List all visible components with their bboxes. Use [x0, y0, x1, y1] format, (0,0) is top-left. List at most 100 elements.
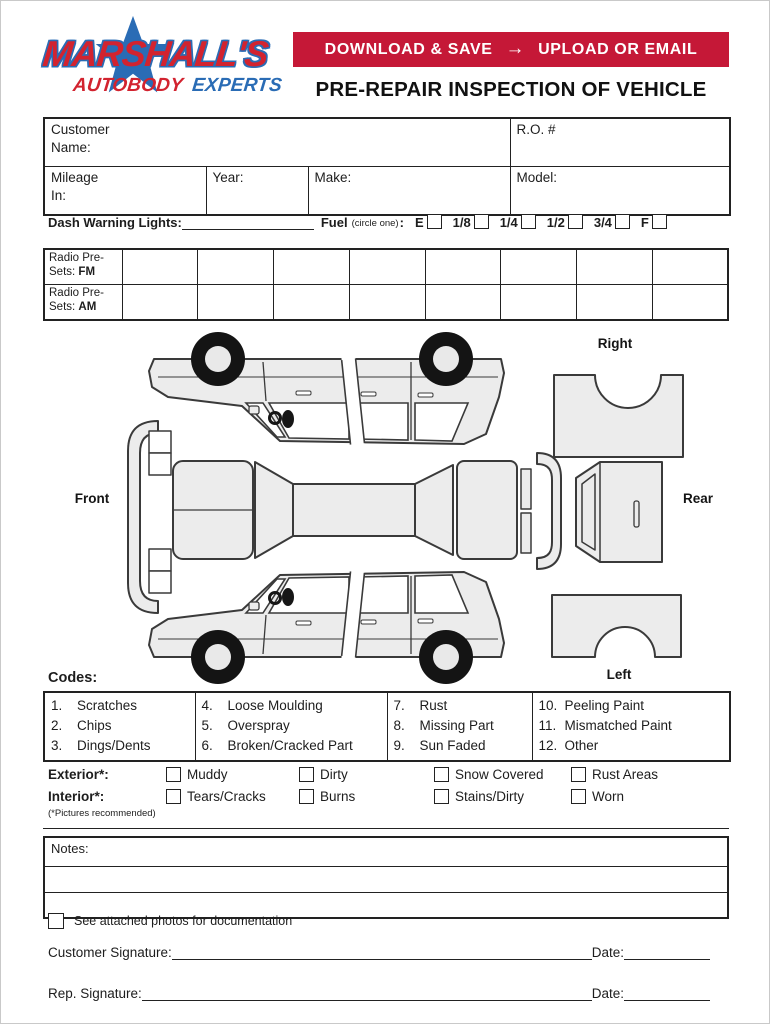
checkbox-muddy[interactable]: [166, 766, 181, 782]
ro-number-cell[interactable]: R.O. #: [509, 117, 731, 167]
radio-fm-preset-cell-3[interactable]: [273, 248, 350, 285]
radio-am-preset-cell-3[interactable]: [273, 284, 350, 321]
tears-cracks-label: Tears/Cracks: [187, 788, 266, 804]
download-save-banner: DOWNLOAD & SAVE → UPLOAD OR EMAIL: [293, 32, 729, 67]
rep-date-label: Date:: [591, 986, 624, 1001]
customer-date-label: Date:: [591, 945, 624, 960]
radio-fm-preset-cell-5[interactable]: [424, 248, 502, 285]
radio-am-preset-cell-6[interactable]: [500, 284, 577, 321]
logo-tagline-experts: EXPERTS: [191, 75, 284, 96]
car-left-side-view[interactable]: [147, 545, 506, 697]
customer-date-field[interactable]: [624, 944, 710, 960]
model-label: Model:: [516, 170, 558, 185]
roof-top-shape: [292, 483, 416, 537]
pictures-recommended-note: (*Pictures recommended): [48, 808, 156, 819]
exterior-option-rust-areas: Rust Areas: [571, 766, 658, 782]
customer-name-cell[interactable]: Customer Name:: [43, 117, 511, 167]
fuel-checkbox-1-8[interactable]: [473, 214, 489, 229]
radio-am-preset-cell-1[interactable]: [121, 284, 199, 321]
condition-section: Exterior*: Muddy Dirty Snow Covered Rust…: [48, 763, 726, 807]
marshalls-logo: MARSHALL'S AUTOBODY EXPERTS: [41, 13, 293, 109]
year-cell[interactable]: Year:: [205, 166, 309, 216]
codes-column-4: 10.Peeling Paint 11.Mismatched Paint 12.…: [531, 691, 731, 762]
fuel-checkbox-1-4[interactable]: [520, 214, 536, 229]
rep-date-field[interactable]: [624, 985, 710, 1001]
radio-fm-preset-cell-4[interactable]: [348, 248, 426, 285]
fuel-option-1-4: 1/4: [499, 214, 536, 230]
dash-fuel-row: Dash Warning Lights: Fuel (circle one) :…: [48, 214, 729, 230]
diagram-label-right: Right: [598, 336, 633, 351]
radio-am-preset-cell-5[interactable]: [424, 284, 502, 321]
radio-fm-preset-cell-2[interactable]: [197, 248, 274, 285]
checkbox-snow-covered[interactable]: [434, 766, 449, 782]
make-cell[interactable]: Make:: [307, 166, 511, 216]
checkbox-photos-attached[interactable]: [48, 913, 64, 929]
radio-fm-preset-cell-6[interactable]: [500, 248, 577, 285]
customer-signature-field[interactable]: [171, 944, 592, 960]
checkbox-rust-areas[interactable]: [571, 766, 586, 782]
rep-signature-row: Rep. Signature: Date:: [48, 985, 710, 1001]
rep-signature-label: Rep. Signature:: [48, 986, 142, 1001]
customer-signature-label: Customer Signature:: [48, 945, 172, 960]
checkbox-stains-dirty[interactable]: [434, 788, 449, 804]
rep-signature-field[interactable]: [141, 985, 592, 1001]
dirty-label: Dirty: [320, 766, 348, 782]
rear-panel[interactable]: [575, 461, 663, 563]
dash-warning-lights-label: Dash Warning Lights:: [48, 215, 182, 230]
fuel-option-1-4-label: 1/4: [499, 215, 518, 230]
checkbox-burns[interactable]: [299, 788, 314, 804]
radio-am-preset-cell-7[interactable]: [576, 284, 653, 321]
front-bumper-shape: [127, 420, 159, 614]
interior-option-stains-dirty: Stains/Dirty: [434, 788, 571, 804]
radio-am-preset-cell-2[interactable]: [197, 284, 274, 321]
fuel-checkbox-3-4[interactable]: [614, 214, 630, 229]
model-cell[interactable]: Model:: [509, 166, 731, 216]
dash-warning-lights-field[interactable]: [181, 215, 314, 230]
logo-tagline-autobody: AUTOBODY: [71, 75, 184, 96]
car-right-side-view[interactable]: [147, 319, 506, 471]
stains-dirty-label: Stains/Dirty: [455, 788, 525, 804]
interior-option-burns: Burns: [299, 788, 434, 804]
tailgate-top-shape: [456, 460, 518, 560]
windshield-top-shape: [254, 461, 294, 559]
right-bed-panel[interactable]: [553, 374, 684, 458]
fuel-colon: :: [399, 215, 404, 230]
left-bed-panel[interactable]: [551, 594, 682, 658]
ro-number-label: R.O. #: [516, 122, 556, 137]
mileage-in-cell[interactable]: Mileage In:: [43, 166, 207, 216]
right-arrow-icon: →: [505, 37, 526, 59]
fuel-option-3-4: 3/4: [593, 214, 630, 230]
car-top-view[interactable]: [127, 420, 562, 614]
radio-fm-preset-cell-7[interactable]: [576, 248, 653, 285]
fuel-option-3-4-label: 3/4: [593, 215, 612, 230]
page-title: PRE-REPAIR INSPECTION OF VEHICLE: [315, 78, 707, 101]
radio-am-preset-cell-4[interactable]: [348, 284, 426, 321]
exterior-row: Exterior*: Muddy Dirty Snow Covered Rust…: [48, 763, 726, 785]
exterior-option-muddy: Muddy: [166, 766, 299, 782]
checkbox-worn[interactable]: [571, 788, 586, 804]
rear-bumper-shape: [536, 452, 562, 570]
notes-row-3[interactable]: [43, 892, 729, 919]
radio-fm-preset-cell-8[interactable]: [651, 248, 729, 285]
radio-fm-label-line1: Radio Pre-: [49, 252, 104, 264]
checkbox-tears-cracks[interactable]: [166, 788, 181, 804]
radio-am-label-line2: Sets: AM: [49, 301, 97, 313]
customer-name-label-line1: Customer: [51, 122, 110, 137]
radio-am-preset-cell-8[interactable]: [651, 284, 729, 321]
notes-row-2[interactable]: [43, 866, 729, 893]
photos-attached-label: See attached photos for documentation: [74, 914, 293, 928]
notes-label-row[interactable]: Notes:: [43, 836, 729, 867]
checkbox-dirty[interactable]: [299, 766, 314, 782]
codes-heading: Codes:: [48, 670, 98, 686]
fuel-option-1-8: 1/8: [452, 214, 489, 230]
diagram-label-rear: Rear: [683, 491, 714, 506]
fuel-option-1-8-label: 1/8: [452, 215, 471, 230]
rear-glass-top-shape: [414, 464, 454, 556]
fuel-option-e-label: E: [414, 215, 424, 230]
mileage-label-line2: In:: [51, 188, 67, 203]
photos-attached-row: See attached photos for documentation: [48, 913, 292, 929]
fuel-checkbox-1-2[interactable]: [567, 214, 583, 229]
fuel-checkbox-e[interactable]: [426, 214, 442, 229]
radio-fm-preset-cell-1[interactable]: [121, 248, 199, 285]
fuel-checkbox-f[interactable]: [651, 214, 667, 229]
